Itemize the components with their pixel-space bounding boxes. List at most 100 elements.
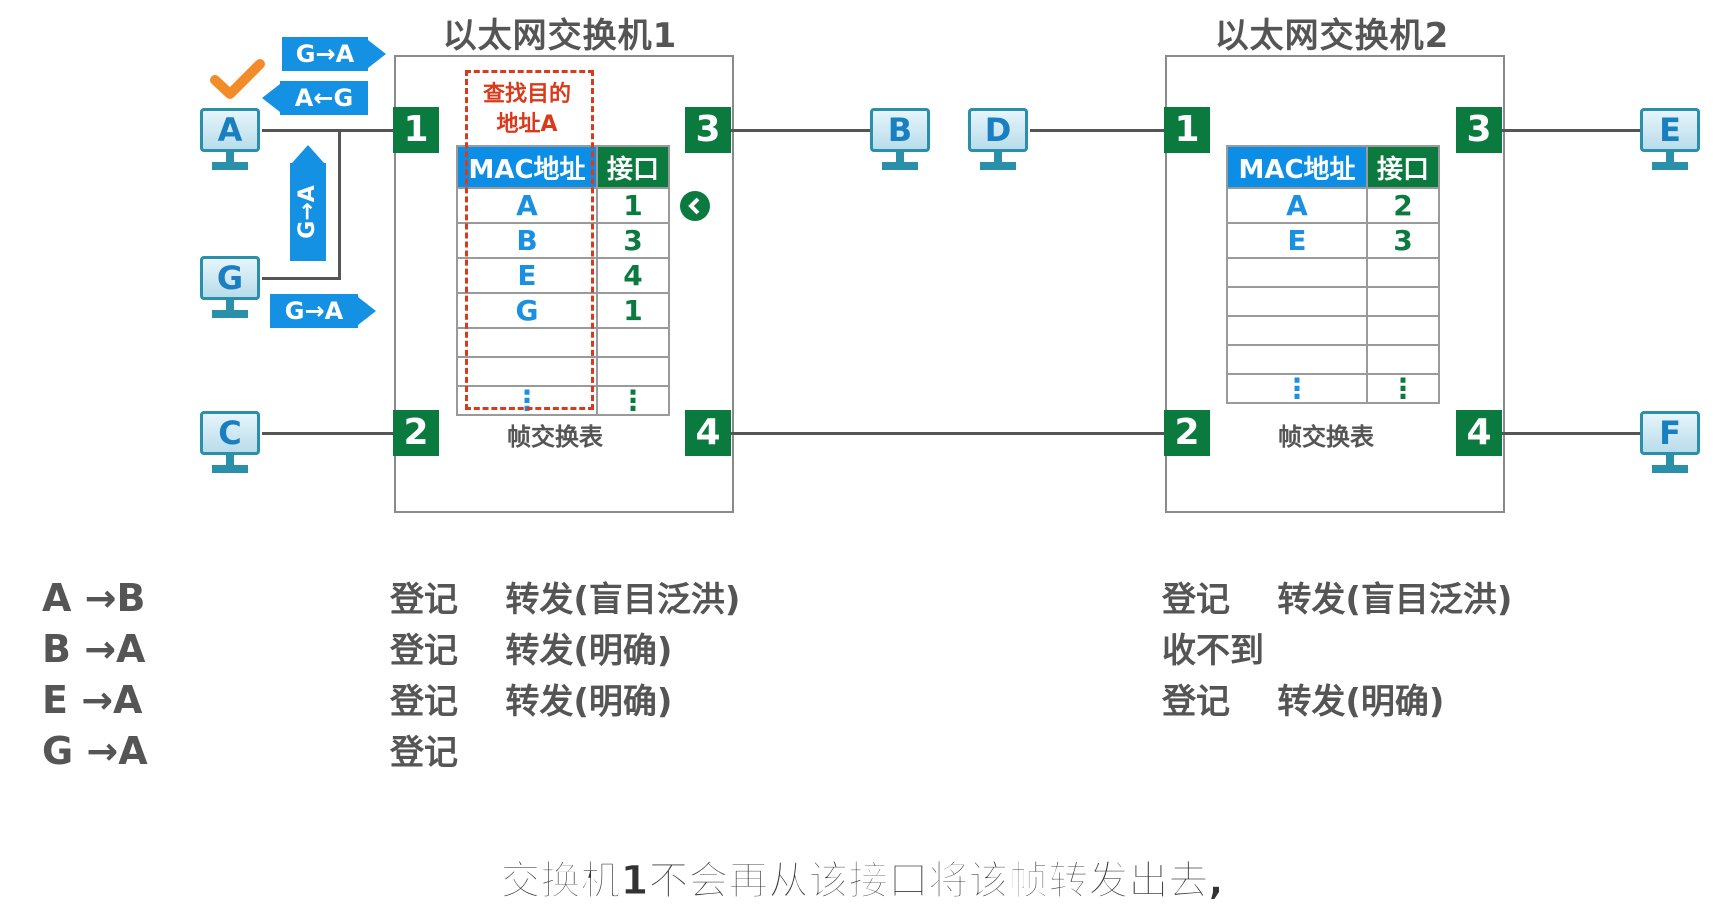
switch2-table-caption: 帧交换表 bbox=[1278, 423, 1374, 451]
sw1-log-4: 登记 bbox=[390, 733, 458, 773]
frame-vertical-body: G→A bbox=[290, 163, 326, 261]
host-d-screen: D bbox=[968, 108, 1028, 152]
host-f[interactable]: F bbox=[1640, 411, 1706, 483]
sw2-log-1: 登记 转发(盲目泛洪) bbox=[1162, 580, 1513, 620]
wire-sw2p3-e bbox=[1502, 129, 1642, 132]
table-cell-empty bbox=[456, 327, 598, 358]
mac-header: MAC地址 bbox=[1226, 145, 1368, 189]
lookup-line2: 地址A bbox=[496, 112, 558, 137]
table-cell-empty bbox=[1366, 286, 1440, 317]
host-a-screen: A bbox=[200, 108, 260, 152]
wire-sw1p3-b bbox=[731, 129, 871, 132]
table-cell-mac: G bbox=[456, 292, 598, 329]
mac-header: MAC地址 bbox=[456, 145, 598, 189]
frame-vertical-arrow bbox=[292, 145, 324, 163]
wire-sw1p4-sw2p2 bbox=[731, 432, 1164, 435]
table-cell-port: 2 bbox=[1366, 187, 1440, 224]
frame-top-back: A←G bbox=[280, 81, 368, 115]
wire-sw2p4-f bbox=[1502, 432, 1642, 435]
table-cell-empty bbox=[1366, 344, 1440, 375]
table-cell-empty bbox=[1226, 315, 1368, 346]
lookup-label: 查找目的 地址A bbox=[467, 80, 587, 140]
port-header: 接口 bbox=[1366, 145, 1440, 189]
host-e-screen: E bbox=[1640, 108, 1700, 152]
back-arrow-icon bbox=[680, 191, 710, 221]
wire-d-sw2p1 bbox=[1030, 129, 1164, 132]
wire-g-horizontal bbox=[262, 277, 341, 280]
table-cell-empty bbox=[1366, 315, 1440, 346]
frame-top-out: G→A bbox=[282, 37, 368, 71]
table-cell-port: 1 bbox=[596, 292, 670, 329]
table-cell-mac: E bbox=[456, 257, 598, 294]
flow-3: E →A bbox=[42, 678, 143, 722]
table-cell-port: 1 bbox=[596, 187, 670, 224]
table-cell-mac: A bbox=[456, 187, 598, 224]
frame-from-g: G→A bbox=[270, 294, 358, 328]
host-f-label: F bbox=[1659, 414, 1681, 452]
switch2-port-3[interactable]: 3 bbox=[1456, 107, 1502, 153]
table-cell-port: 4 bbox=[596, 257, 670, 294]
host-a-label: A bbox=[217, 111, 243, 149]
host-d-label: D bbox=[984, 111, 1012, 149]
frame-from-g-arrow bbox=[358, 297, 376, 325]
host-g[interactable]: G bbox=[200, 256, 266, 328]
lookup-highlight bbox=[465, 70, 594, 410]
table-cell-empty bbox=[1366, 257, 1440, 288]
host-d[interactable]: D bbox=[968, 108, 1034, 180]
host-g-label: G bbox=[216, 259, 244, 297]
table-cell-empty bbox=[1226, 257, 1368, 288]
host-e[interactable]: E bbox=[1640, 108, 1706, 180]
sw2-log-2: 收不到 bbox=[1162, 631, 1264, 671]
host-c-screen: C bbox=[200, 411, 260, 455]
host-a[interactable]: A bbox=[200, 108, 266, 180]
sw1-log-1: 登记 转发(盲目泛洪) bbox=[390, 580, 741, 620]
table-cell-port: 3 bbox=[596, 222, 670, 259]
switch1-title: 以太网交换机1 bbox=[442, 16, 678, 56]
switch1-port-3[interactable]: 3 bbox=[685, 107, 731, 153]
host-c[interactable]: C bbox=[200, 411, 266, 483]
sw1-log-2: 登记 转发(明确) bbox=[390, 631, 673, 671]
host-b-screen: B bbox=[870, 108, 930, 152]
wire-c-sw1p2 bbox=[262, 432, 393, 435]
lookup-line1: 查找目的 bbox=[482, 82, 571, 107]
frame-vertical: G→A bbox=[290, 145, 326, 261]
flow-2: B →A bbox=[42, 627, 146, 671]
table-cell-mac: E bbox=[1226, 222, 1368, 259]
frame-vertical-label: G→A bbox=[295, 185, 320, 239]
host-g-screen: G bbox=[200, 256, 260, 300]
switch1-port-1[interactable]: 1 bbox=[393, 107, 439, 153]
sw2-log-3: 登记 转发(明确) bbox=[1162, 682, 1445, 722]
frame-top-out-arrow bbox=[368, 40, 386, 68]
port-header: 接口 bbox=[596, 145, 670, 189]
table-cell-empty bbox=[1226, 344, 1368, 375]
wire-a-sw1p1 bbox=[262, 129, 393, 132]
table-cell-empty bbox=[596, 356, 670, 387]
table-cell-mac: B bbox=[456, 222, 598, 259]
switch2-port-1[interactable]: 1 bbox=[1164, 107, 1210, 153]
table-cell-empty bbox=[456, 356, 598, 387]
host-b[interactable]: B bbox=[870, 108, 936, 180]
table-cell-port: 3 bbox=[1366, 222, 1440, 259]
host-c-label: C bbox=[218, 414, 242, 452]
frame-top-back-arrow bbox=[262, 84, 280, 112]
table-cell-empty bbox=[596, 327, 670, 358]
switch2-title: 以太网交换机2 bbox=[1214, 16, 1450, 56]
switch2-port-2[interactable]: 2 bbox=[1164, 410, 1210, 456]
switch1-table-caption: 帧交换表 bbox=[507, 423, 603, 451]
table-cell-empty bbox=[1226, 286, 1368, 317]
host-b-label: B bbox=[887, 111, 913, 149]
switch2-port-4[interactable]: 4 bbox=[1456, 410, 1502, 456]
host-e-label: E bbox=[1659, 111, 1681, 149]
table-cell-ellipsis: ⋮ bbox=[596, 385, 670, 416]
switch1-port-2[interactable]: 2 bbox=[393, 410, 439, 456]
table-cell-ellipsis: ⋮ bbox=[1226, 373, 1368, 404]
check-icon bbox=[210, 58, 266, 102]
table-cell-mac: A bbox=[1226, 187, 1368, 224]
table-cell-ellipsis: ⋮ bbox=[1366, 373, 1440, 404]
switch2-box bbox=[1165, 55, 1505, 513]
switch1-port-4[interactable]: 4 bbox=[685, 410, 731, 456]
subtitle-caption: 交换机1不会再从该接口将该帧转发出去, bbox=[500, 858, 1224, 905]
flow-4: G →A bbox=[42, 729, 148, 773]
